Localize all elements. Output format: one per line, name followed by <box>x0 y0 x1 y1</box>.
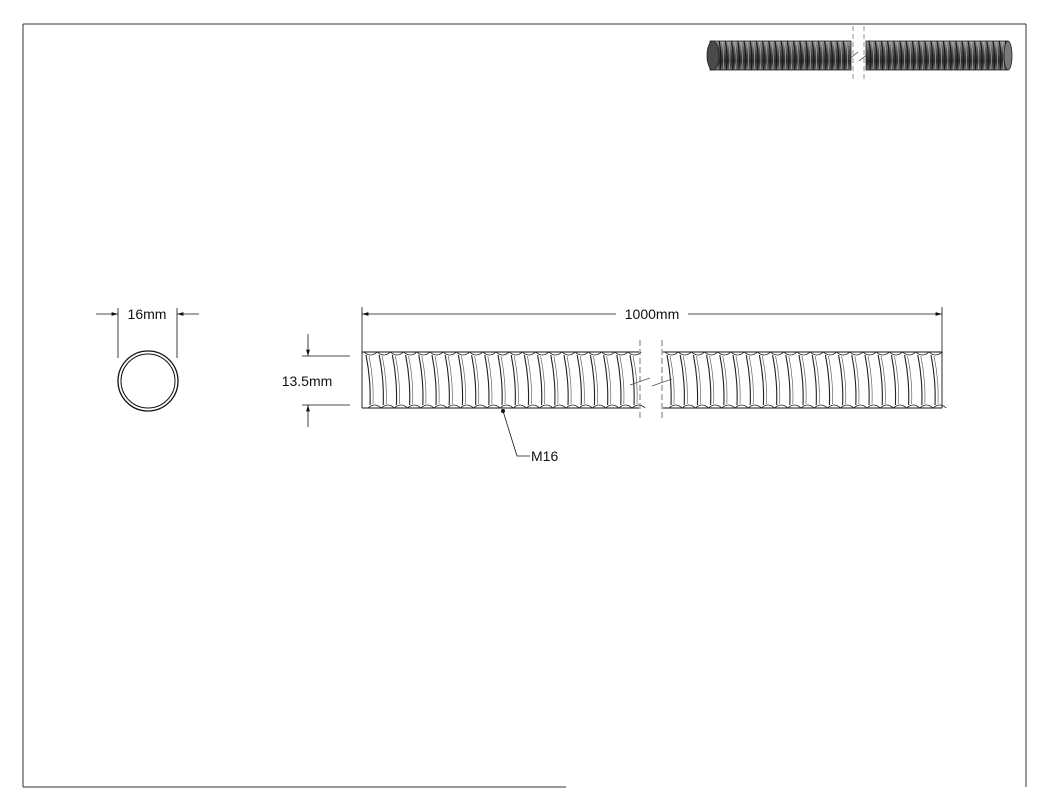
thread-size-label: M16 <box>531 448 558 464</box>
end-view: 16mm <box>96 306 199 412</box>
rod-segment-right <box>663 351 947 409</box>
side-view-threaded-rod: 1000mm 13.5mm M16 <box>282 306 947 464</box>
rod-segment-left <box>361 351 646 409</box>
minor-diameter-dimension: 13.5mm <box>282 334 350 427</box>
thread-callout: M16 <box>501 409 558 464</box>
iso-view-threaded-rod <box>706 26 1013 80</box>
sheet-frame <box>22 23 1027 788</box>
end-view-inner-circle <box>120 353 176 409</box>
end-view-outer-circle <box>117 350 179 412</box>
minor-diameter-label: 13.5mm <box>282 373 333 389</box>
break-lines <box>629 340 673 420</box>
length-dimension: 1000mm <box>361 306 943 352</box>
outer-diameter-label: 16mm <box>128 306 167 322</box>
length-label: 1000mm <box>625 306 679 322</box>
